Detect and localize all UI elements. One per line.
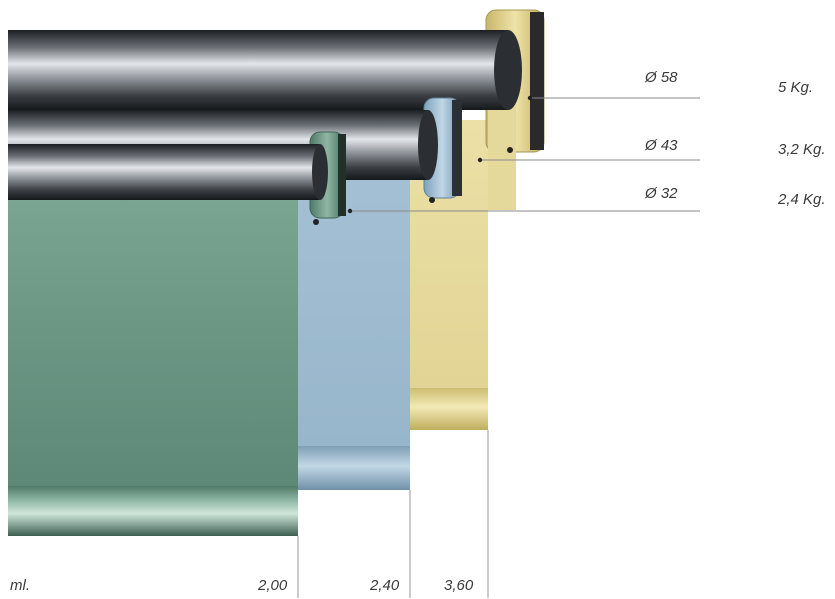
- length-markers: [297, 430, 489, 598]
- leader-dot-32: [347, 208, 353, 214]
- diameter-label-58: Ø 58: [645, 69, 678, 86]
- leader-lines: [350, 97, 700, 212]
- diameter-label-43: Ø 43: [645, 137, 678, 154]
- weight-label-58: 5 Kg.: [778, 79, 814, 96]
- roller-tube-32: [8, 144, 328, 200]
- leader-dot-43: [477, 157, 483, 163]
- weight-label-32: 2,4 Kg.: [778, 191, 826, 208]
- length-label-200: 2,00: [258, 577, 288, 594]
- roller-tube-58: [8, 30, 522, 110]
- length-label-360: 3,60: [444, 577, 474, 594]
- fabric-panel-200: [8, 198, 298, 536]
- weight-label-43: 3,2 Kg.: [778, 141, 826, 158]
- unit-label: ml.: [10, 577, 30, 594]
- length-label-240: 2,40: [370, 577, 400, 594]
- diameter-label-32: Ø 32: [645, 185, 678, 202]
- leader-dot-58: [527, 95, 533, 101]
- leader-dots: [347, 95, 533, 214]
